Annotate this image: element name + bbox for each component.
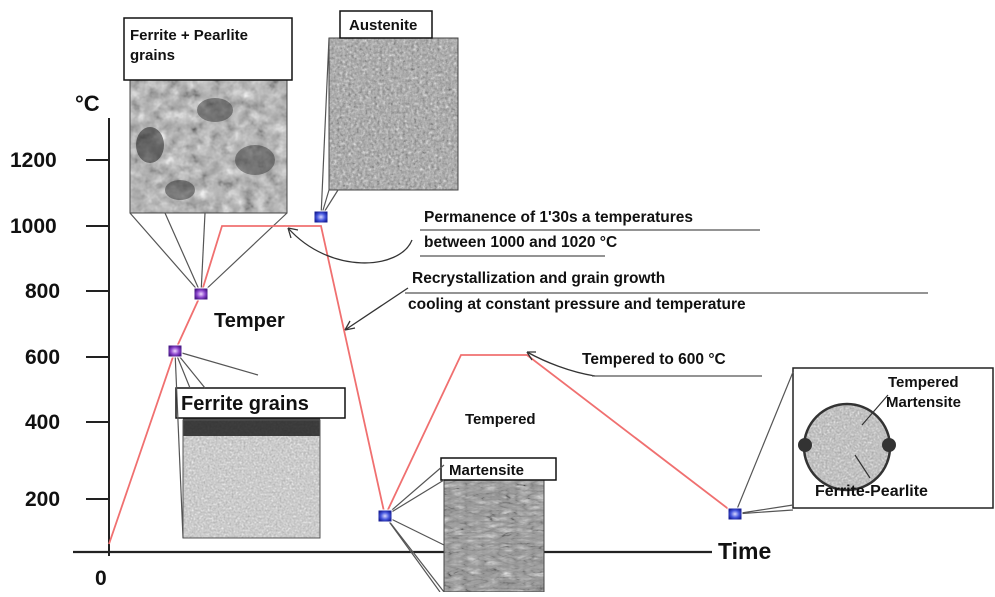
marker-martensite: [377, 509, 393, 523]
y-tick-1200: 1200: [10, 149, 57, 172]
callout-lines: [129, 37, 794, 593]
tempered-to-label: Tempered to 600 °C: [582, 351, 726, 368]
y-unit-label: °C: [75, 91, 100, 116]
austenite-label: Austenite: [349, 17, 417, 34]
austenite-micrograph: [328, 37, 459, 191]
permanence-line1: Permanence of 1'30s a temperatures: [424, 209, 693, 226]
heat-treatment-curve: [108, 225, 736, 545]
y-tick-400: 400: [25, 411, 60, 434]
tempered-martensite-micrograph: [798, 402, 896, 492]
recryst-line1: Recrystallization and grain growth: [412, 270, 665, 287]
permanence-line2: between 1000 and 1020 °C: [424, 234, 617, 251]
y-tick-800: 800: [25, 280, 60, 303]
temper-label: Temper: [214, 310, 285, 332]
origin-label: 0: [95, 567, 107, 590]
y-ticks: [86, 159, 109, 500]
recryst-arrow: [344, 287, 409, 331]
marker-600: [167, 344, 183, 358]
martensite-label: Martensite: [449, 462, 524, 479]
ferrite-pearlite-micrograph: [129, 79, 288, 214]
ferrite-pearlite-label-box: [123, 17, 293, 81]
x-axis-title: Time: [718, 538, 771, 564]
austenite-label-box: [339, 10, 433, 39]
tempered-arrow: [526, 351, 596, 377]
marker-tempered: [727, 507, 743, 521]
ferrite-grains-label: Ferrite grains: [181, 393, 309, 415]
marker-austenite: [313, 210, 329, 224]
permanence-arrow: [287, 227, 413, 264]
ferrite-pearlite-inset-label: Ferrite-Pearlite: [815, 483, 928, 500]
ferrite-grains-micrograph: [182, 418, 321, 539]
martensite-micrograph: [443, 479, 545, 593]
y-tick-600: 600: [25, 346, 60, 369]
y-tick-1000: 1000: [10, 215, 57, 238]
martensite-label-box: [440, 457, 557, 481]
ferrite-grains-label-box: [175, 387, 346, 419]
tempered-label: Tempered: [465, 411, 536, 428]
recryst-line2: cooling at constant pressure and tempera…: [408, 296, 746, 313]
y-tick-200: 200: [25, 488, 60, 511]
marker-800: [193, 287, 209, 301]
